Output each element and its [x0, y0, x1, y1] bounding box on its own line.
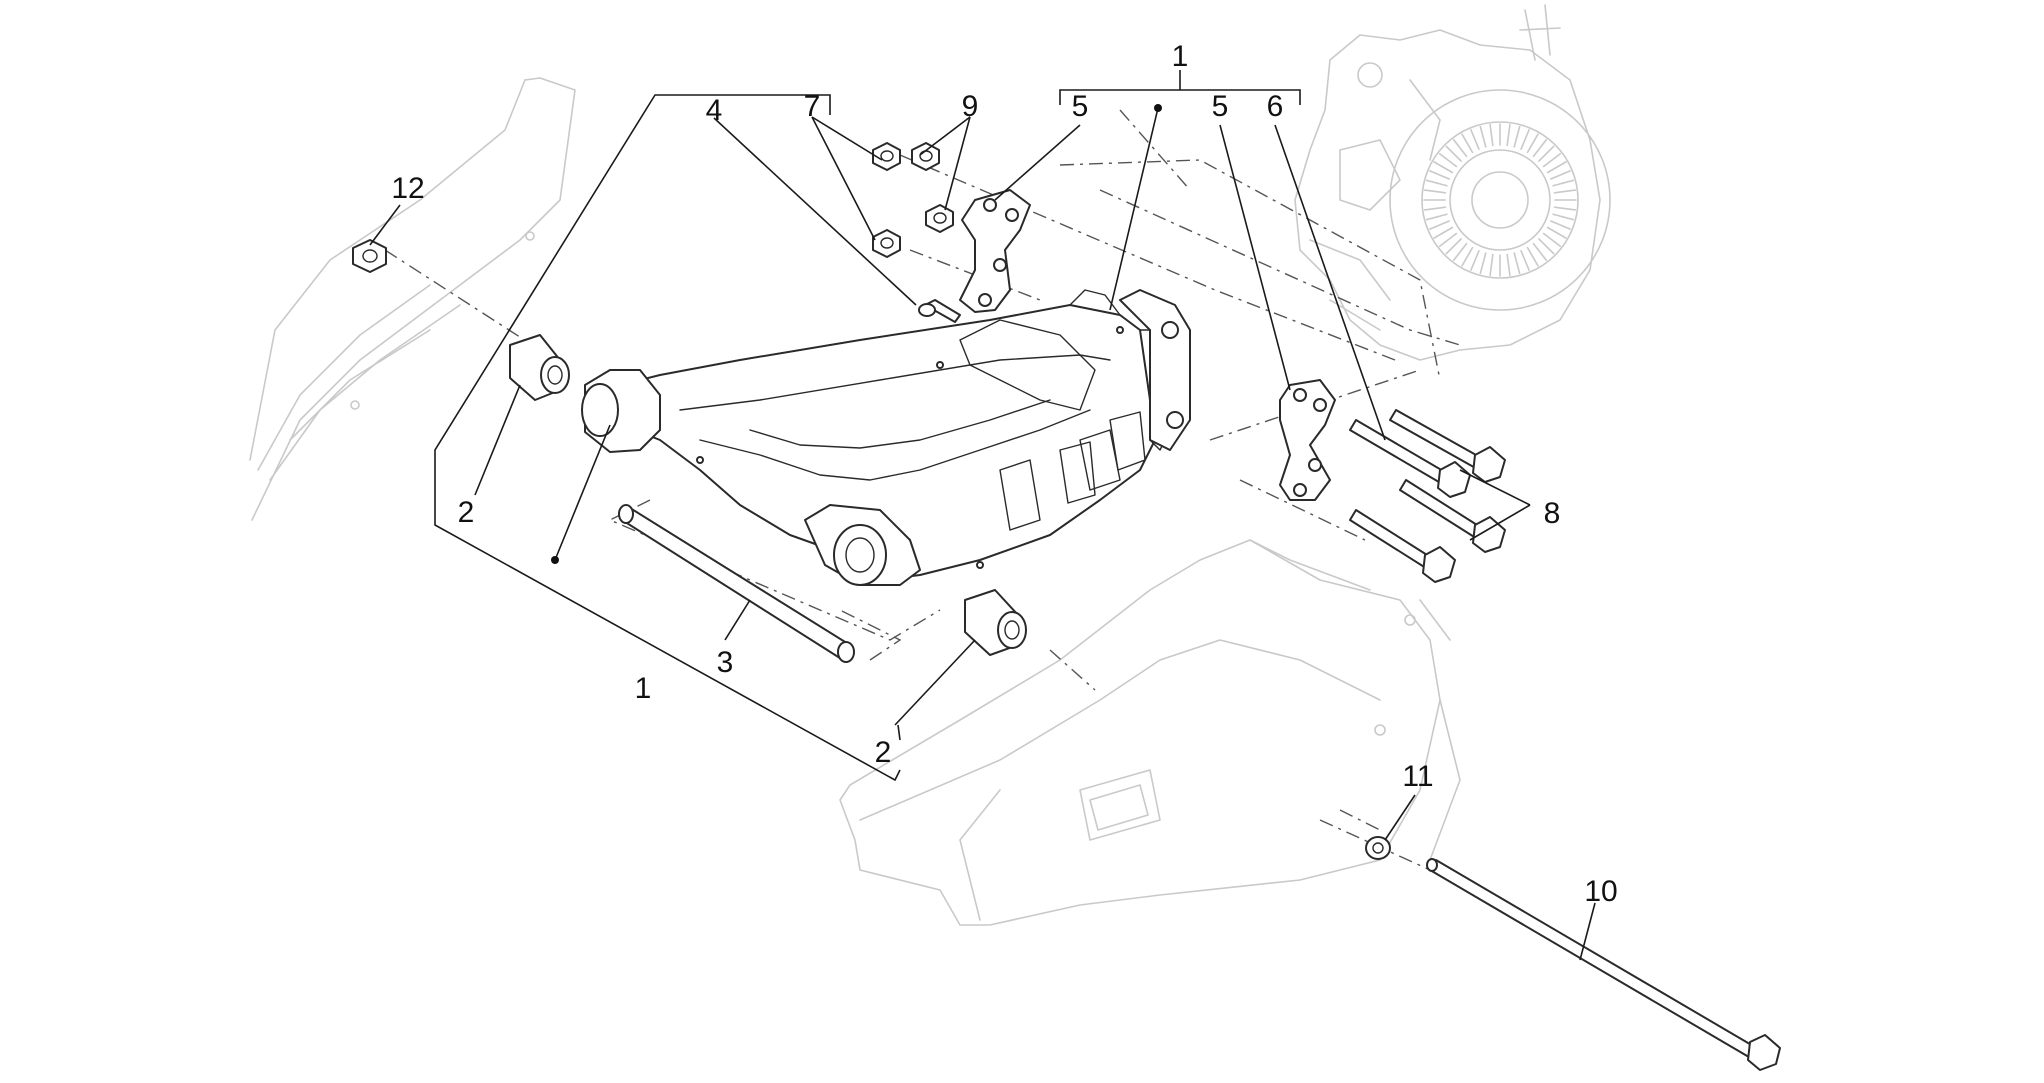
engine-fin: [1538, 238, 1555, 255]
engine-fin: [1445, 238, 1462, 255]
callout-11: 11: [1402, 760, 1433, 793]
engine-fin: [1438, 152, 1458, 168]
engine-fin: [1470, 250, 1480, 272]
engine-fin: [1553, 189, 1577, 194]
nut-9a: [911, 142, 940, 171]
engine-fin: [1489, 123, 1494, 147]
engine-fin: [1452, 138, 1468, 158]
nut-7b: [872, 229, 901, 258]
bracket-upper: [959, 189, 1031, 313]
bolt-upper-b: [1389, 409, 1506, 483]
engine-fin: [1433, 226, 1454, 239]
callout-2-right: 2: [875, 736, 892, 769]
engine-fin: [1452, 242, 1468, 262]
ghost-engine: [1294, 4, 1611, 361]
engine-fin: [1526, 246, 1539, 267]
engine-fin: [1461, 246, 1474, 267]
engine-fin: [1520, 250, 1530, 272]
swingarm: [581, 289, 1191, 586]
callout-labels: 1 1 2 2 3 4 5 5 6 7 8 9 10 11 12: [391, 40, 1617, 908]
engine-fin: [1425, 213, 1448, 221]
callout-7: 7: [804, 90, 821, 123]
nut-7a: [872, 142, 901, 171]
engine-fin: [1479, 125, 1487, 148]
bushing-right: [964, 589, 1027, 656]
stud: [918, 299, 961, 323]
engine-fin: [1546, 226, 1567, 239]
engine-fin: [1428, 170, 1450, 180]
engine-fin: [1423, 189, 1447, 194]
callout-5-right: 5: [1212, 90, 1229, 123]
engine-fin: [1550, 220, 1572, 230]
engine-fin: [1513, 252, 1521, 275]
callout-4: 4: [706, 94, 723, 127]
bolt-lower: [1349, 509, 1456, 583]
engine-fin: [1542, 232, 1562, 248]
engine-fin: [1489, 253, 1494, 277]
engine-fin: [1470, 128, 1480, 150]
engine-fin: [1433, 161, 1454, 174]
engine-fin: [1445, 145, 1462, 162]
engine-fin: [1542, 152, 1562, 168]
callout-9: 9: [962, 90, 979, 123]
engine-fin: [1550, 170, 1572, 180]
long-axle: [1426, 858, 1781, 1071]
engine-fin: [1428, 220, 1450, 230]
nut-12: [352, 239, 387, 273]
ghost-body-panel: [839, 539, 1461, 926]
callout-1-top: 1: [1172, 40, 1189, 73]
nut-9b: [925, 204, 954, 233]
engine-fin: [1423, 206, 1447, 211]
engine-fin: [1425, 179, 1448, 187]
engine-fin: [1438, 232, 1458, 248]
engine-fin: [1546, 161, 1567, 174]
engine-fin: [1506, 123, 1511, 147]
pivot-shaft: [618, 504, 855, 663]
callout-12: 12: [391, 172, 424, 205]
engine-fin: [1552, 179, 1575, 187]
bolt-middle: [1399, 479, 1506, 553]
engine-fin: [1479, 252, 1487, 275]
ghost-frame-left: [249, 77, 576, 521]
engine-fin: [1552, 213, 1575, 221]
engine-fin: [1461, 133, 1474, 154]
engine-fin: [1532, 138, 1548, 158]
callout-5-left: 5: [1072, 90, 1089, 123]
callout-2-left: 2: [458, 496, 475, 529]
engine-fin: [1526, 133, 1539, 154]
callout-8: 8: [1544, 497, 1561, 530]
engine-fin: [1506, 253, 1511, 277]
leader-lines: [369, 70, 1596, 961]
callout-3: 3: [717, 646, 734, 679]
bushing-left: [509, 334, 570, 401]
engine-fin: [1553, 206, 1577, 211]
callout-6: 6: [1267, 90, 1284, 123]
engine-fin: [1513, 125, 1521, 148]
washer: [1365, 836, 1391, 860]
engine-fin: [1538, 145, 1555, 162]
callout-10: 10: [1584, 875, 1617, 908]
engine-fin: [1520, 128, 1530, 150]
callout-1-bottom: 1: [635, 672, 652, 705]
engine-fin: [1532, 242, 1548, 262]
bracket-lower: [1279, 379, 1336, 501]
